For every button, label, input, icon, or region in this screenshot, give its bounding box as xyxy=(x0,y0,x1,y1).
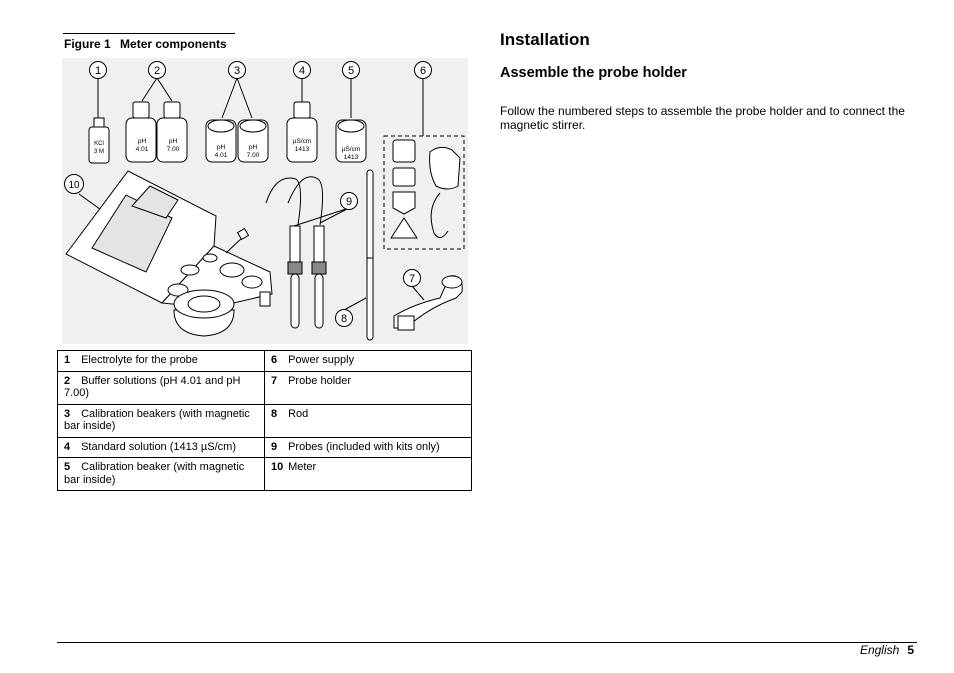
legend-cell: 9 Probes (included with kits only) xyxy=(264,436,472,458)
legend-text: Rod xyxy=(288,407,309,420)
legend-cell: 4 Standard solution (1413 µS/cm) xyxy=(57,436,265,458)
meter-components-figure: KCl 3 M pH 4.01 pH 7.00 pH 4.01 pH 7.00 … xyxy=(62,58,468,344)
beaker-label-std-line2: 1413 xyxy=(344,154,359,161)
page-number: 5 xyxy=(907,643,914,657)
legend-cell: 3 Calibration beakers (with magnetic bar… xyxy=(57,403,265,438)
callout-8-label: 8 xyxy=(341,313,347,325)
legend-number: 4 xyxy=(64,440,71,453)
legend-number: 7 xyxy=(271,374,278,387)
legend-text: Meter xyxy=(288,461,317,473)
legend-row: 3 Calibration beakers (with magnetic bar… xyxy=(57,403,472,438)
bottle-label-std-line1: µS/cm xyxy=(293,138,312,145)
legend-cell: 8 Rod xyxy=(264,403,472,438)
callout-8: 8 xyxy=(335,309,353,327)
figure-caption-label: Figure 1 xyxy=(64,37,111,51)
callout-3-label: 3 xyxy=(234,65,240,77)
callout-2: 2 xyxy=(148,61,166,79)
legend-text: Power supply xyxy=(288,354,355,366)
bottle-label-ph401-line1: pH xyxy=(138,138,147,145)
legend-cell: 7 Probe holder xyxy=(264,370,472,405)
legend-text: Electrolyte for the probe xyxy=(81,354,198,366)
legend-cell: 10 Meter xyxy=(264,457,472,491)
section-subtitle: Assemble the probe holder xyxy=(500,65,687,81)
legend-text: Probe holder xyxy=(288,374,352,387)
beaker-label-std-line1: µS/cm xyxy=(342,146,361,153)
section-body: Follow the numbered steps to assemble th… xyxy=(500,104,905,132)
legend-cell: 5 Calibration beaker (with magnetic bar … xyxy=(57,457,265,491)
callout-9: 9 xyxy=(340,192,358,210)
legend-text: Standard solution (1413 µS/cm) xyxy=(81,440,236,453)
legend-row: 4 Standard solution (1413 µS/cm) 9 Probe… xyxy=(57,436,472,458)
callout-9-label: 9 xyxy=(346,196,352,208)
legend-cell: 1 Electrolyte for the probe xyxy=(57,350,265,372)
beaker-label-ph401-line2: 4.01 xyxy=(215,152,228,159)
legend-text: Buffer solutions (pH 4.01 and pH 7.00) xyxy=(64,374,241,400)
legend-text: Calibration beakers (with magnetic bar i… xyxy=(64,407,250,433)
beaker-label-ph401-line1: pH xyxy=(217,144,226,151)
bottle-label-std-line2: 1413 xyxy=(295,146,310,153)
callout-7-label: 7 xyxy=(409,273,415,285)
legend-text: Calibration beaker (with magnetic bar in… xyxy=(64,461,245,486)
footer-rule xyxy=(57,642,917,643)
callout-1: 1 xyxy=(89,61,107,79)
callout-4: 4 xyxy=(293,61,311,79)
figure-caption-title: Meter components xyxy=(120,37,227,51)
bottle-label-kcl-line2: 3 M xyxy=(94,149,104,155)
legend-cell: 2 Buffer solutions (pH 4.01 and pH 7.00) xyxy=(57,370,265,405)
page-footer: English 5 xyxy=(860,643,914,657)
section-title: Installation xyxy=(500,30,590,49)
bottle-label-ph401-line2: 4.01 xyxy=(136,146,149,153)
callout-5-label: 5 xyxy=(348,65,354,77)
beaker-label-ph700-line1: pH xyxy=(249,144,258,151)
callout-6: 6 xyxy=(414,61,432,79)
legend-text: Probes (included with kits only) xyxy=(288,440,440,453)
bottle-label-ph700-line1: pH xyxy=(169,138,178,145)
legend-number: 9 xyxy=(271,440,278,453)
callout-7: 7 xyxy=(403,269,421,287)
legend-cell: 6 Power supply xyxy=(264,350,472,372)
footer-language: English xyxy=(859,643,900,657)
callout-5: 5 xyxy=(342,61,360,79)
legend-row: 1 Electrolyte for the probe 6 Power supp… xyxy=(57,350,472,372)
legend-number: 1 xyxy=(64,354,71,366)
legend-number: 6 xyxy=(271,354,278,366)
installation-section: Installation Assemble the probe holder F… xyxy=(500,30,920,132)
legend-number: 3 xyxy=(64,407,71,420)
callout-4-label: 4 xyxy=(299,65,305,77)
legend-row: 2 Buffer solutions (pH 4.01 and pH 7.00)… xyxy=(57,370,472,405)
callout-3: 3 xyxy=(228,61,246,79)
callout-10: 10 xyxy=(64,174,84,194)
beaker-label-ph700-line2: 7.00 xyxy=(247,152,260,159)
callout-2-label: 2 xyxy=(154,65,160,77)
components-legend-table: 1 Electrolyte for the probe 6 Power supp… xyxy=(57,350,472,491)
callout-1-label: 1 xyxy=(95,65,101,77)
legend-number: 8 xyxy=(271,407,278,420)
legend-number: 5 xyxy=(64,461,71,473)
figure-caption: Figure 1 Meter components xyxy=(64,37,227,51)
legend-number: 2 xyxy=(64,374,71,387)
callout-6-label: 6 xyxy=(420,65,426,77)
bottle-label-kcl-line1: KCl xyxy=(94,141,104,147)
bottle-label-ph700-line2: 7.00 xyxy=(167,146,180,153)
legend-row: 5 Calibration beaker (with magnetic bar … xyxy=(57,457,472,491)
caption-rule xyxy=(63,33,235,34)
legend-number: 10 xyxy=(271,461,284,473)
callout-10-label: 10 xyxy=(68,180,80,191)
